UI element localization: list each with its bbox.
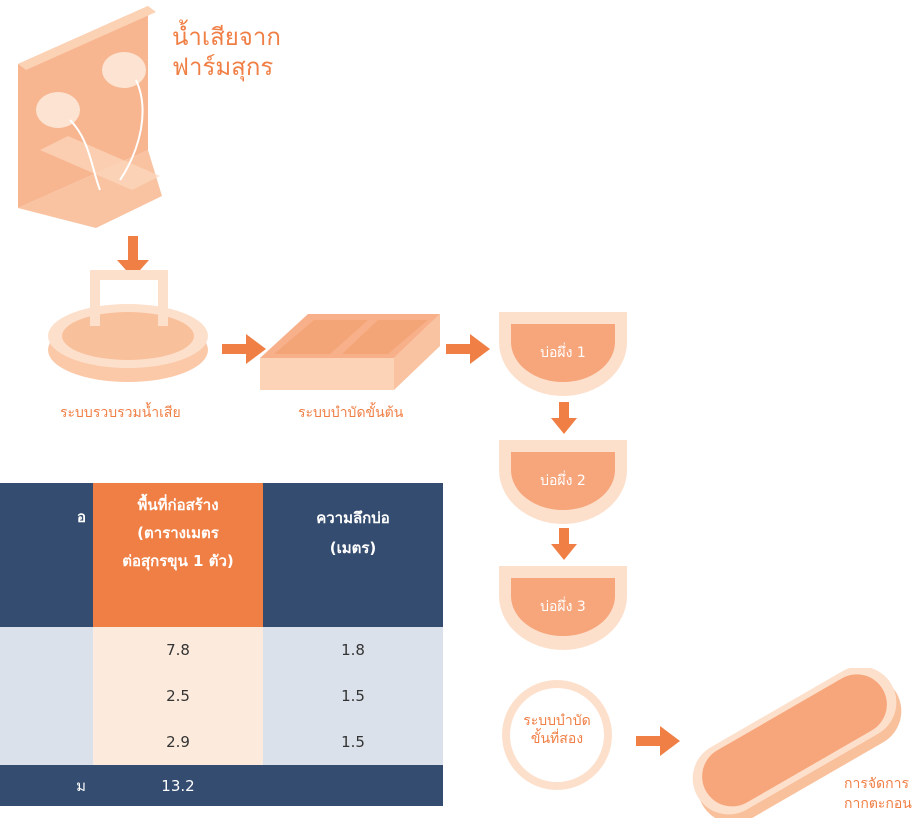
depth-cell: 1.5: [263, 673, 443, 719]
total-row: ม 13.2: [0, 765, 443, 806]
total-label-partial: ม: [0, 765, 86, 806]
stabilization-pond-3: บ่อผึ่ง 3: [499, 566, 627, 650]
table-row: 7.8 1.8: [0, 627, 443, 673]
secondary-treatment-circle: ระบบบำบัด ขั้นที่สอง: [502, 680, 612, 790]
collection-tank-illustration: [48, 270, 208, 382]
sludge-drying-bed-illustration: [692, 668, 902, 818]
arrow-right-icon: [222, 334, 266, 364]
sludge-management-label: การจัดการ กากตะกอน: [844, 776, 912, 812]
column-header-partial: อ: [0, 483, 86, 627]
arrow-down-icon: [551, 402, 577, 434]
area-cell: 2.5: [93, 673, 263, 719]
column-header-area: พื้นที่ก่อสร้าง (ตารางเมตร ต่อสุกรขุน 1 …: [93, 483, 263, 627]
primary-treatment-label: ระบบบำบัดขั้นต้น: [298, 405, 404, 421]
arrow-right-icon: [446, 334, 490, 364]
pond-3-label: บ่อผึ่ง 3: [540, 599, 586, 615]
table-row: 2.5 1.5: [0, 673, 443, 719]
depth-cell: 1.8: [263, 627, 443, 673]
stabilization-pond-1: บ่อผึ่ง 1: [499, 312, 627, 396]
arrow-right-icon: [636, 726, 680, 756]
pig-farm-wastewater-illustration: [18, 6, 162, 228]
secondary-treatment-label: ระบบบำบัด ขั้นที่สอง: [523, 713, 591, 747]
primary-treatment-illustration: [260, 314, 440, 390]
total-area-cell: 13.2: [93, 765, 263, 806]
pond-specification-table: อ พื้นที่ก่อสร้าง (ตารางเมตร ต่อสุกรขุน …: [0, 483, 443, 806]
pond-1-label: บ่อผึ่ง 1: [540, 345, 586, 361]
area-cell: 7.8: [93, 627, 263, 673]
source-label: น้ำเสียจาก ฟาร์มสุกร: [172, 23, 281, 81]
stabilization-pond-2: บ่อผึ่ง 2: [499, 440, 627, 524]
collection-label: ระบบรวบรวมน้ำเสีย: [60, 405, 181, 421]
pond-2-label: บ่อผึ่ง 2: [540, 473, 586, 489]
column-header-spacer: [86, 483, 93, 627]
arrow-down-icon: [551, 528, 577, 560]
table-row: 2.9 1.5: [0, 719, 443, 765]
area-cell: 2.9: [93, 719, 263, 765]
depth-cell: 1.5: [263, 719, 443, 765]
arrow-down-icon: [117, 236, 149, 278]
column-header-depth: ความลึกบ่อ (เมตร): [263, 483, 443, 627]
